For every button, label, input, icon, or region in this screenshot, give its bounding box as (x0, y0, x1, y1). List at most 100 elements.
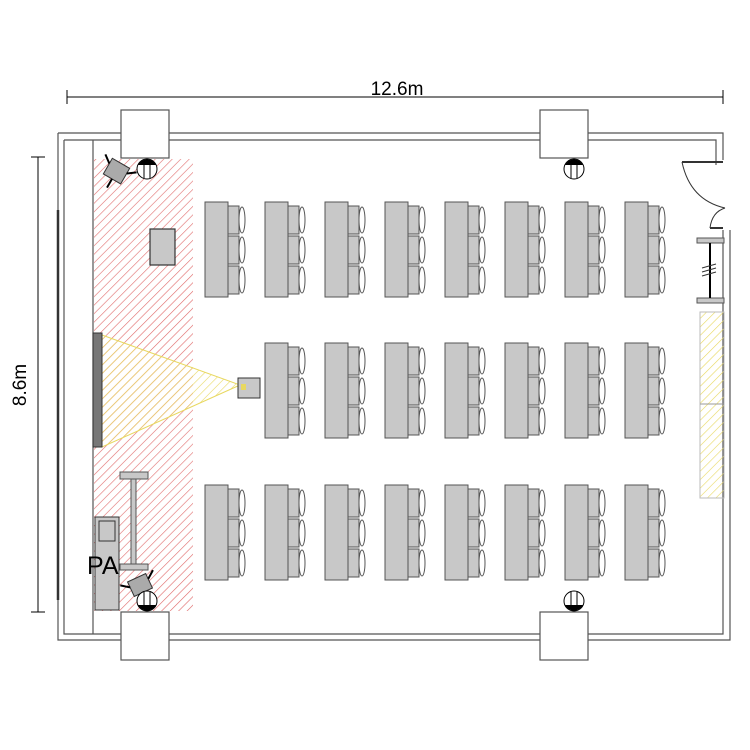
chair (287, 518, 306, 548)
table (384, 201, 409, 298)
chair (227, 265, 246, 295)
chair (287, 548, 306, 578)
speakers (136, 158, 585, 612)
chair (467, 376, 486, 406)
display-zone (699, 311, 725, 499)
chair (347, 518, 366, 548)
chair (347, 205, 366, 235)
chair (407, 406, 426, 436)
chair (647, 518, 666, 548)
table (264, 201, 289, 298)
chair (527, 548, 546, 578)
chair (467, 488, 486, 518)
chair (527, 205, 546, 235)
table (204, 484, 229, 581)
table-group (564, 342, 606, 439)
height-dimension (31, 156, 45, 613)
speaker-icon (563, 158, 585, 180)
chair (287, 265, 306, 295)
stand (119, 471, 149, 571)
chair (527, 346, 546, 376)
chair (467, 235, 486, 265)
chair (647, 548, 666, 578)
chair (587, 548, 606, 578)
chair (347, 235, 366, 265)
width-dimension (66, 90, 724, 104)
projection-screen (92, 332, 103, 448)
table (624, 201, 649, 298)
chair (647, 346, 666, 376)
whiteboard-stand (696, 237, 725, 304)
table (444, 342, 469, 439)
table (264, 342, 289, 439)
chair (407, 488, 426, 518)
table (504, 484, 529, 581)
table (264, 484, 289, 581)
chair (587, 346, 606, 376)
table-group (624, 342, 666, 439)
table (324, 484, 349, 581)
chair (407, 265, 426, 295)
table (624, 484, 649, 581)
table (504, 201, 529, 298)
chair (527, 235, 546, 265)
door (681, 161, 726, 229)
height-label: 8.6m (10, 364, 31, 406)
table-group (624, 201, 666, 298)
chair (527, 406, 546, 436)
chair (287, 488, 306, 518)
chair (647, 265, 666, 295)
table (444, 201, 469, 298)
table-group (384, 342, 426, 439)
chair (647, 205, 666, 235)
chair (227, 488, 246, 518)
chair (467, 406, 486, 436)
chair (407, 548, 426, 578)
pillars (120, 109, 589, 661)
table (384, 484, 409, 581)
pillar (539, 611, 589, 661)
chair (287, 346, 306, 376)
pillar (539, 109, 589, 159)
chair (407, 235, 426, 265)
chair (467, 205, 486, 235)
chair (347, 376, 366, 406)
seating-area (204, 201, 666, 581)
projector-lens (241, 384, 246, 390)
projector (237, 377, 261, 399)
chair (347, 548, 366, 578)
chair (287, 235, 306, 265)
speaker-icon (136, 158, 158, 180)
table-group (504, 342, 546, 439)
table (204, 201, 229, 298)
table-group (444, 342, 486, 439)
pa-panel (98, 520, 116, 542)
chair (227, 235, 246, 265)
chair (347, 265, 366, 295)
table (624, 342, 649, 439)
chair (287, 205, 306, 235)
chair (227, 518, 246, 548)
pillar (120, 109, 170, 159)
chair (647, 488, 666, 518)
chair (587, 376, 606, 406)
table-group (324, 484, 366, 581)
chair (587, 205, 606, 235)
chair (587, 406, 606, 436)
chair (527, 376, 546, 406)
table (504, 342, 529, 439)
chair (407, 376, 426, 406)
speaker-icon (563, 590, 585, 612)
chair (647, 376, 666, 406)
speaker-icon (136, 590, 158, 612)
chair (407, 205, 426, 235)
table-group (264, 342, 306, 439)
chair (347, 406, 366, 436)
pillar (120, 611, 170, 661)
table-group (564, 484, 606, 581)
chair (467, 265, 486, 295)
lectern (149, 228, 176, 266)
table-group (384, 201, 426, 298)
chair (587, 265, 606, 295)
chair (287, 376, 306, 406)
